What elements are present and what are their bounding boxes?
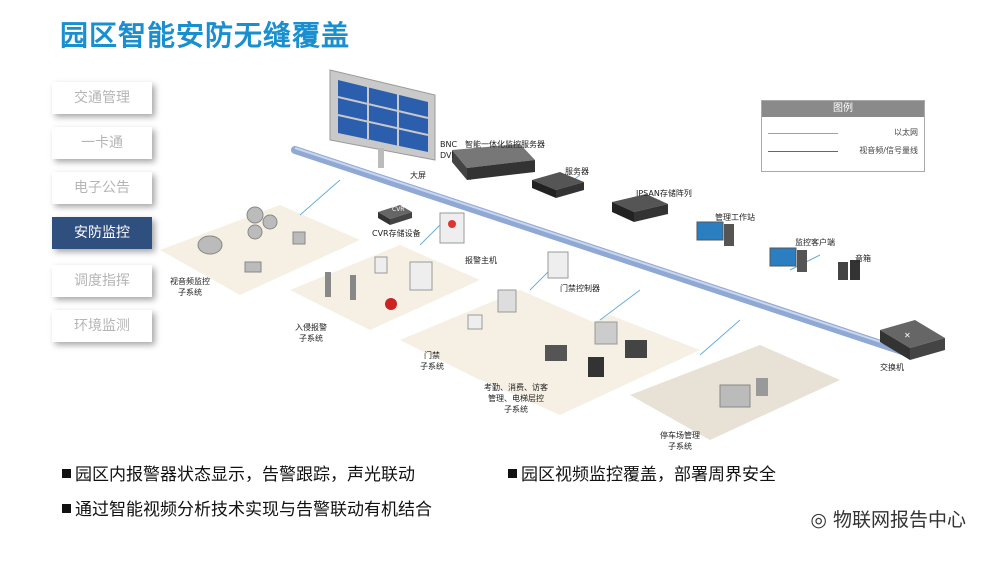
sidebar-item-environment[interactable]: 环境监测 bbox=[52, 310, 152, 342]
ethernet-bus-highlight bbox=[294, 147, 906, 351]
label-alarm-host: 报警主机 bbox=[465, 256, 497, 265]
label-ipsan: IPSAN存储阵列 bbox=[636, 189, 692, 198]
bullet-1: 园区内报警器状态显示，告警跟踪，声光联动 bbox=[62, 460, 415, 485]
label-unified-server: 智能一体化监控服务器 bbox=[465, 140, 545, 149]
ipsan-storage bbox=[612, 194, 668, 222]
server-box bbox=[532, 172, 584, 198]
intrusion-devices bbox=[325, 256, 433, 310]
zone-video bbox=[160, 205, 360, 295]
alarm-host-unit bbox=[439, 212, 465, 244]
label-big-screen: 大屏 bbox=[410, 171, 426, 180]
cvr-device bbox=[378, 205, 412, 225]
legend-swatch-ethernet bbox=[768, 133, 838, 134]
sidebar-item-traffic[interactable]: 交通管理 bbox=[52, 82, 152, 114]
label-attendance-subsystem: 考勤、消费、访客 管理、电梯层控 子系统 bbox=[484, 383, 548, 414]
ethernet-bus bbox=[291, 146, 909, 356]
label-mgmt-workstation: 管理工作站 bbox=[715, 213, 755, 222]
camera-devices bbox=[197, 206, 306, 273]
label-switch: 交换机 bbox=[880, 363, 904, 372]
monitor-client bbox=[769, 247, 807, 272]
label-server: 服务器 bbox=[565, 167, 589, 176]
label-access-subsystem: 门禁 子系统 bbox=[420, 351, 444, 371]
label-access-controller: 门禁控制器 bbox=[560, 284, 600, 293]
workstation bbox=[696, 221, 734, 246]
legend-label-ethernet: 以太网 bbox=[894, 128, 918, 137]
speaker-unit bbox=[838, 260, 860, 280]
label-dvi: DVI bbox=[440, 151, 454, 160]
access-controller-unit bbox=[547, 251, 569, 279]
wechat-icon: ◎ bbox=[810, 509, 833, 531]
legend-swatch-av bbox=[768, 151, 838, 152]
label-video-subsystem: 视音频监控 子系统 bbox=[170, 277, 210, 297]
label-parking-subsystem: 停车场管理 子系统 bbox=[660, 431, 700, 451]
svg-text:✕: ✕ bbox=[904, 331, 911, 340]
label-intrusion-subsystem: 入侵报警 子系统 bbox=[295, 323, 327, 343]
legend-label-av: 视音频/信号量线 bbox=[859, 146, 918, 155]
attendance-devices bbox=[545, 321, 647, 377]
label-speaker: 音箱 bbox=[855, 254, 871, 263]
watermark: ◎ 物联网报告中心 bbox=[810, 509, 966, 531]
network-switch: ✕ bbox=[880, 320, 945, 360]
sidebar-item-dispatch[interactable]: 调度指挥 bbox=[52, 265, 152, 297]
video-wall bbox=[329, 69, 436, 168]
sidebar-item-bulletin[interactable]: 电子公告 bbox=[52, 172, 152, 204]
sidebar-item-security[interactable]: 安防监控 bbox=[52, 217, 152, 249]
zone-access bbox=[400, 290, 600, 380]
label-monitor-client: 监控客户端 bbox=[795, 238, 835, 247]
bullet-3: 通过智能视频分析技术实现与告警联动有机结合 bbox=[62, 495, 432, 520]
legend-title: 图例 bbox=[762, 101, 924, 117]
legend: 图例 以太网 视音频/信号量线 bbox=[761, 100, 925, 172]
access-devices bbox=[467, 289, 517, 330]
parking-devices bbox=[719, 378, 768, 408]
sidebar-item-card[interactable]: 一卡通 bbox=[52, 127, 152, 159]
unified-server bbox=[452, 144, 535, 180]
label-cvr: CVR bbox=[392, 206, 405, 213]
label-bnc: BNC bbox=[440, 140, 458, 149]
page-title: 园区智能安防无缝覆盖 bbox=[60, 19, 351, 52]
label-cvr-storage: CVR存储设备 bbox=[372, 229, 421, 238]
bullet-2: 园区视频监控覆盖，部署周界安全 bbox=[508, 460, 776, 485]
